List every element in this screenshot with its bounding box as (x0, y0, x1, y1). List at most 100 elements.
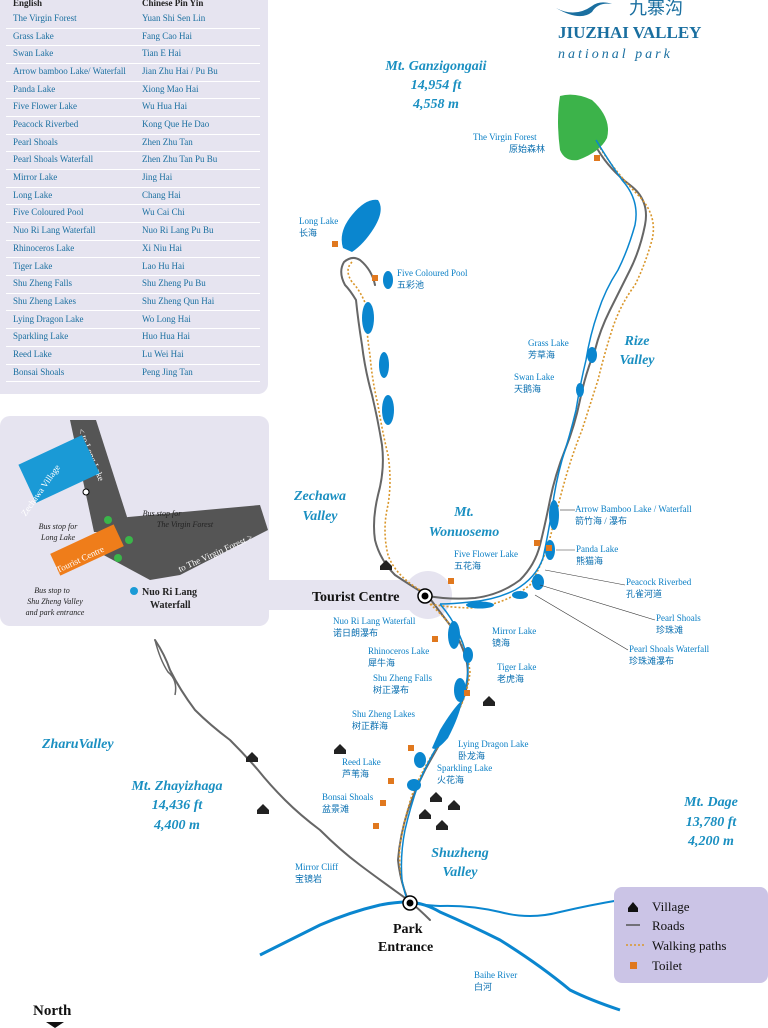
label-grass-cn: 芳草海 (528, 349, 555, 360)
mt-dage-ft: 13,780 ft (686, 815, 738, 830)
table-row: Arrow bamboo Lake/ Waterfall Jian Zhu Hai… (6, 63, 260, 82)
table-cell-pinyin: Xi Niu Hai (142, 242, 182, 253)
table-cell-english: Panda Lake (13, 83, 56, 94)
name-table: English Chinese Pin Yin The Virgin Fores… (0, 0, 268, 394)
table-cell-english: Five Flower Lake (13, 101, 77, 112)
label-shufalls-cn: 树正瀑布 (373, 684, 409, 695)
label-nuori-en: Nuo Ri Lang Waterfall (333, 616, 416, 626)
toilet-icon (630, 962, 637, 969)
label-reed-cn: 芦苇海 (342, 768, 369, 779)
table-cell-english: Arrow bamboo Lake/ Waterfall (13, 66, 126, 77)
table-cell-pinyin: Yuan Shi Sen Lin (142, 13, 206, 23)
table-cell-english: Tiger Lake (13, 260, 53, 271)
table-header-pinyin: Chinese Pin Yin (142, 0, 204, 8)
table-cell-english: Pearl Shoals Waterfall (13, 154, 94, 165)
label-swan-cn: 天鹅海 (514, 383, 541, 394)
legend-toilet: Toilet (652, 958, 683, 973)
table-cell-english: Peacock Riverbed (13, 119, 79, 130)
label-long-en: Long Lake (299, 216, 338, 226)
label-pearlfall-cn: 珍珠滩瀑布 (629, 655, 674, 666)
table-cell-english: Swan Lake (13, 48, 54, 59)
label-fiveflower-en: Five Flower Lake (454, 549, 518, 559)
virgin-forest-area (558, 94, 608, 161)
label-rhino-cn: 犀牛海 (368, 657, 395, 668)
table-cell-english: Bonsai Shoals (13, 366, 65, 377)
logo-line2: national park (558, 47, 673, 62)
table-cell-pinyin: Shu Zheng Qun Hai (142, 295, 215, 306)
table-cell-pinyin: Wu Cai Chi (142, 207, 185, 218)
inset-bus-shu-3: and park entrance (26, 608, 85, 617)
tourist-centre-label: Tourist Centre (312, 590, 400, 605)
label-peacock-en: Peacock Riverbed (626, 577, 692, 587)
label-nuori-cn: 诺日朗瀑布 (333, 627, 378, 638)
label-reed-en: Reed Lake (342, 757, 381, 767)
label-rhino-en: Rhinoceros Lake (368, 646, 429, 656)
table-row: Pearl Shoals Waterfall Zhen Zhu Tan Pu Bu (6, 151, 260, 171)
table-cell-pinyin: Chang Hai (142, 189, 181, 200)
label-lying-cn: 卧龙海 (458, 750, 485, 761)
table-header-english: English (13, 0, 43, 8)
side-roads (154, 639, 177, 696)
label-fivecol-cn: 五彩池 (397, 279, 424, 290)
water-features (259, 139, 661, 1012)
label-tiger-cn: 老虎海 (497, 673, 524, 684)
table-cell-english: Long Lake (13, 189, 53, 200)
table-cell-pinyin: Xiong Mao Hai (142, 83, 199, 94)
table-cell-english: Mirror Lake (13, 172, 58, 183)
inset-bus-long-2: Long Lake (40, 533, 75, 542)
legend-village: Village (652, 899, 690, 914)
label-leaders (534, 509, 656, 651)
park-entrance-marker[interactable] (402, 895, 418, 911)
zharu-valley: ZharuValley (41, 737, 114, 752)
label-arrow-en: Arrow Bamboo Lake / Waterfall (575, 504, 692, 514)
label-virgin-en: The Virgin Forest (473, 132, 537, 142)
label-shufalls-en: Shu Zheng Falls (373, 673, 432, 683)
logo-glyphs: 九寨沟 (629, 0, 683, 19)
village-icon (628, 902, 638, 912)
legend-walking: Walking paths (652, 938, 726, 953)
table-cell-pinyin: Wu Hua Hai (142, 101, 188, 112)
zechawa-valley-line2: Valley (303, 509, 339, 524)
label-arrow-cn: 箭竹海 / 瀑布 (575, 515, 627, 526)
label-panda-en: Panda Lake (576, 544, 618, 554)
inset-nuo-2: Waterfall (150, 600, 191, 611)
inset-bus-shu-1: Bus stop to (34, 586, 70, 595)
mt-zhayi-name: Mt. Zhayizhaga (130, 779, 222, 794)
table-cell-pinyin: Wo Long Hai (142, 313, 191, 324)
table-row: Long Lake Chang Hai (6, 187, 260, 206)
label-baihe-cn: 白河 (474, 981, 492, 992)
mt-zhayi-m: 4,400 m (153, 818, 200, 833)
inset-nuo-1: Nuo Ri Lang (142, 587, 197, 598)
table-cell-pinyin: Zhen Zhu Tan Pu Bu (142, 154, 218, 165)
label-virgin-cn: 原始森林 (509, 143, 545, 154)
table-cell-pinyin: Jian Zhu Hai / Pu Bu (142, 66, 218, 77)
label-mirrorcliff-cn: 宝镜岩 (295, 873, 322, 884)
table-cell-pinyin: Fang Cao Hai (142, 30, 192, 41)
shuzheng-valley-line1: Shuzheng (431, 846, 489, 861)
table-cell-english: Nuo Ri Lang Waterfall (13, 225, 96, 236)
label-grass-en: Grass Lake (528, 338, 569, 348)
zechawa-valley-line1: Zechawa (293, 489, 346, 504)
inset-bus-long-1: Bus stop for (39, 522, 79, 531)
logo: 九寨沟 JIUZHAI VALLEY national park (556, 0, 701, 62)
table-cell-pinyin: Peng Jing Tan (142, 366, 193, 377)
tourist-centre-marker[interactable] (417, 588, 433, 604)
table-cell-pinyin: Tian E Hai (142, 48, 182, 59)
label-mirror-cn: 镜海 (492, 637, 510, 648)
legend: Village Roads Walking paths Toilet (614, 887, 768, 983)
label-shulakes-en: Shu Zheng Lakes (352, 709, 415, 719)
table-cell-english: Sparkling Lake (13, 331, 69, 342)
place-labels: The Virgin Forest 原始森林 Long Lake 长海 Five… (295, 132, 710, 992)
shuzheng-valley-line2: Valley (443, 865, 479, 880)
table-cell-english: Shu Zheng Lakes (13, 295, 76, 306)
mt-wonuosemo-line2: Wonuosemo (429, 525, 500, 540)
